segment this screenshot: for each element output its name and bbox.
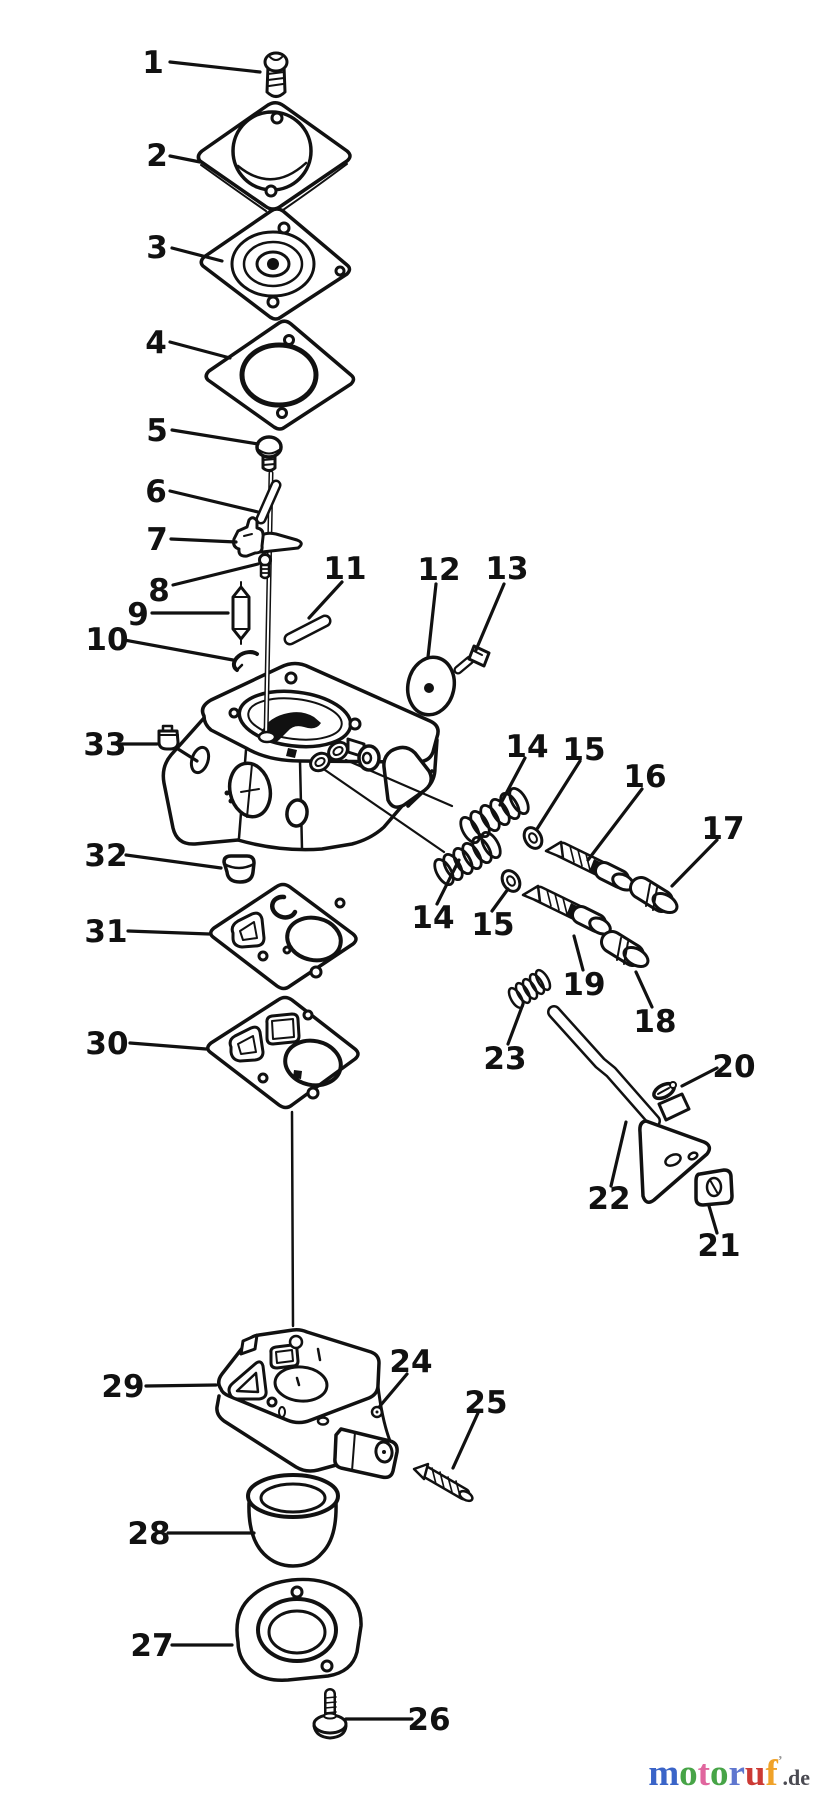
assembly-axis-lines xyxy=(323,758,454,854)
part-33-plug xyxy=(157,724,180,751)
watermark-letter: u xyxy=(744,1753,766,1794)
part-label-25: 25 xyxy=(464,1385,507,1421)
watermark-letter: f xyxy=(765,1753,778,1794)
part-label-21: 21 xyxy=(697,1228,740,1264)
part-31-gasket xyxy=(209,882,358,991)
part-label-30: 30 xyxy=(85,1026,128,1062)
watermark-letter: r xyxy=(728,1753,745,1794)
part-label-27: 27 xyxy=(130,1628,173,1664)
watermark-suffix: .de xyxy=(782,1765,811,1790)
part-label-13: 13 xyxy=(485,551,528,587)
part-30-gasket xyxy=(206,995,360,1110)
part-label-20: 20 xyxy=(712,1049,755,1085)
part-13-screw xyxy=(453,644,491,675)
part-label-4: 4 xyxy=(145,325,167,361)
part-3-diaphragm xyxy=(199,207,352,321)
part-label-23: 23 xyxy=(483,1041,526,1077)
part-16-needle-screw xyxy=(544,840,635,892)
part-19-needle-screw xyxy=(521,884,612,936)
part-20-clip xyxy=(652,1081,677,1101)
watermark-letter: o xyxy=(709,1753,729,1794)
part-5-screw xyxy=(255,435,283,472)
part-25-screw xyxy=(412,1462,474,1503)
part-label-33: 33 xyxy=(83,727,126,763)
part-9-plug xyxy=(231,581,251,645)
part-label-7: 7 xyxy=(146,522,168,558)
part-15-washer-upper xyxy=(522,826,544,850)
part-28-cup xyxy=(246,1473,340,1568)
part-label-2: 2 xyxy=(146,138,168,174)
watermark-tick: ’ xyxy=(777,1754,783,1769)
part-29-pump-body xyxy=(215,1328,399,1480)
part-32-cup-plug xyxy=(222,854,256,884)
part-label-17: 17 xyxy=(701,811,744,847)
part-26-screw xyxy=(312,1688,348,1740)
part-2-cover xyxy=(196,101,352,212)
part-label-15-lower: 15 xyxy=(471,907,514,943)
part-6-pin xyxy=(255,479,282,525)
part-label-12: 12 xyxy=(417,552,460,588)
leader-lines xyxy=(119,60,719,1721)
part-label-15-upper: 15 xyxy=(562,732,605,768)
part-14-spring-lower xyxy=(433,830,502,887)
part-label-28: 28 xyxy=(127,1516,170,1552)
part-label-29: 29 xyxy=(101,1369,144,1405)
part-8-needle-valve xyxy=(258,553,272,580)
part-label-14-lower: 14 xyxy=(411,900,454,936)
part-label-1: 1 xyxy=(142,45,164,81)
part-1-screw xyxy=(263,51,289,98)
watermark-letter: t xyxy=(697,1753,710,1794)
callout-labels: 1 2 3 4 5 6 7 8 9 10 11 12 13 33 14 15 1… xyxy=(83,45,755,1738)
part-22-lever-shaft xyxy=(547,1005,712,1204)
metering-shaft xyxy=(257,470,277,744)
part-21-nut xyxy=(694,1168,734,1207)
part-label-8: 8 xyxy=(148,573,170,609)
part-18-cap xyxy=(600,930,650,968)
part-label-3: 3 xyxy=(146,230,168,266)
part-11-rod xyxy=(283,614,332,646)
part-label-9: 9 xyxy=(127,597,149,633)
assembly-axis-line-lower xyxy=(290,1110,295,1328)
part-10-clip xyxy=(231,650,259,672)
part-label-18: 18 xyxy=(633,1004,676,1040)
part-4-gasket xyxy=(204,319,356,431)
part-label-24: 24 xyxy=(389,1344,432,1380)
watermark-motoruf: motoruf’.de xyxy=(648,1753,811,1794)
part-7-lever xyxy=(232,516,303,558)
part-label-16: 16 xyxy=(623,759,666,795)
part-label-22: 22 xyxy=(587,1181,630,1217)
watermark-letter: o xyxy=(679,1753,698,1794)
part-27-gasket xyxy=(235,1577,363,1682)
part-label-31: 31 xyxy=(84,914,127,950)
part-label-19: 19 xyxy=(562,967,605,1003)
watermark-letter: m xyxy=(648,1753,680,1794)
part-17-cap xyxy=(629,876,679,914)
part-12-disc xyxy=(405,655,457,717)
part-label-6: 6 xyxy=(145,474,167,510)
part-15-washer-lower xyxy=(500,869,522,893)
part-label-14-upper: 14 xyxy=(505,729,548,765)
part-label-26: 26 xyxy=(407,1702,450,1738)
carburetor-body xyxy=(161,661,454,854)
part-label-5: 5 xyxy=(146,413,168,449)
part-label-11: 11 xyxy=(323,551,366,587)
part-14-spring-upper xyxy=(459,786,530,845)
part-label-32: 32 xyxy=(84,838,127,874)
part-label-10: 10 xyxy=(85,622,128,658)
watermark-word: motoruf xyxy=(648,1753,778,1794)
part-23-spring xyxy=(507,968,552,1010)
